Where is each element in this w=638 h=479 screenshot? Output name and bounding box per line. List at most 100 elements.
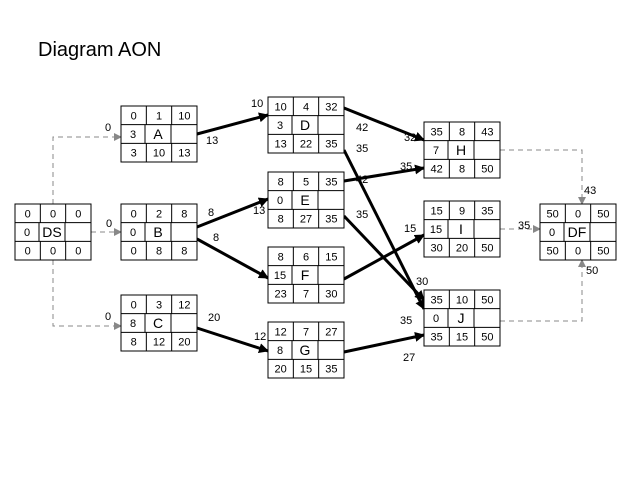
edge-g-j (343, 331, 425, 354)
late-start: 8 (277, 345, 283, 357)
duration: 3 (156, 299, 162, 311)
early-start: 35 (431, 294, 443, 306)
early-start: 12 (275, 326, 287, 338)
node-box (423, 121, 501, 179)
late-start: 15 (274, 270, 286, 282)
total-start: 13 (275, 139, 287, 151)
total-finish: 35 (325, 214, 337, 226)
edge-label: 8 (213, 232, 219, 244)
total-finish: 20 (178, 337, 190, 349)
duration: 2 (156, 208, 162, 220)
edge-label: 35 (518, 220, 530, 232)
activity-name: C (153, 315, 163, 331)
edge-d-j (342, 149, 426, 310)
free-float: 0 (575, 246, 581, 258)
early-finish: 35 (481, 205, 493, 217)
edge-label: 13 (206, 135, 218, 147)
late-start: 0 (433, 313, 439, 325)
activity-name: DF (568, 224, 587, 240)
edge-h-df (500, 149, 586, 205)
late-start: 3 (277, 120, 283, 132)
total-finish: 50 (597, 246, 609, 258)
activity-name: G (300, 342, 311, 358)
edge-label: 0 (105, 311, 111, 323)
node-box (423, 289, 501, 347)
total-finish: 50 (481, 332, 493, 344)
late-start: 0 (277, 195, 283, 207)
early-start: 50 (547, 208, 559, 220)
edge-e-h (343, 164, 425, 183)
edge-label: 43 (584, 185, 596, 197)
node-box (267, 321, 345, 379)
total-finish: 35 (325, 139, 337, 151)
edge-c-g (196, 326, 269, 353)
early-finish: 27 (325, 326, 337, 338)
early-start: 0 (131, 299, 137, 311)
free-float: 20 (456, 243, 468, 255)
total-start: 42 (431, 164, 443, 176)
activity-name: F (301, 267, 310, 283)
edge-a-d (196, 112, 269, 136)
edge-b-e (196, 197, 269, 229)
node-box (267, 96, 345, 154)
total-start: 0 (25, 246, 31, 258)
node-box (539, 203, 617, 261)
edge-label: 13 (253, 205, 265, 217)
edge-label: 30 (416, 276, 428, 288)
free-float: 27 (300, 214, 312, 226)
total-start: 8 (131, 337, 137, 349)
activity-name: J (458, 310, 465, 326)
late-start: 8 (130, 318, 136, 330)
duration: 9 (459, 205, 465, 217)
late-start: 7 (433, 145, 439, 157)
total-start: 23 (275, 289, 287, 301)
total-start: 30 (431, 243, 443, 255)
edge-label: 27 (403, 352, 415, 364)
total-finish: 30 (325, 289, 337, 301)
activity-name: E (300, 192, 309, 208)
edge-label: 32 (404, 132, 416, 144)
activity-name: H (456, 142, 466, 158)
early-finish: 12 (178, 299, 190, 311)
edge-label: 0 (106, 218, 112, 230)
early-start: 0 (131, 110, 137, 122)
late-start: 0 (130, 227, 136, 239)
late-start: 3 (130, 129, 136, 141)
free-float: 0 (50, 246, 56, 258)
edge-label: 15 (404, 223, 416, 235)
edge-label: 50 (586, 265, 598, 277)
edge-label: 42 (356, 174, 368, 186)
free-float: 12 (153, 337, 165, 349)
early-start: 10 (275, 101, 287, 113)
duration: 0 (50, 208, 56, 220)
early-finish: 35 (325, 176, 337, 188)
activity-name: I (459, 221, 463, 237)
early-start: 15 (431, 205, 443, 217)
node-box (120, 105, 198, 163)
node-box (120, 294, 198, 352)
free-float: 8 (459, 164, 465, 176)
edge-label: 12 (254, 331, 266, 343)
total-start: 0 (131, 246, 137, 258)
edge-label: 35 (356, 209, 368, 221)
early-finish: 8 (181, 208, 187, 220)
early-finish: 10 (178, 110, 190, 122)
free-float: 15 (300, 364, 312, 376)
late-start: 15 (430, 224, 442, 236)
edge-label: 20 (208, 312, 220, 324)
early-start: 0 (131, 208, 137, 220)
early-finish: 32 (325, 101, 337, 113)
late-start: 0 (549, 227, 555, 239)
edge-label: 35 (356, 143, 368, 155)
duration: 7 (303, 326, 309, 338)
edge-d-h (343, 106, 425, 142)
free-float: 15 (456, 332, 468, 344)
activity-name: D (300, 117, 310, 133)
